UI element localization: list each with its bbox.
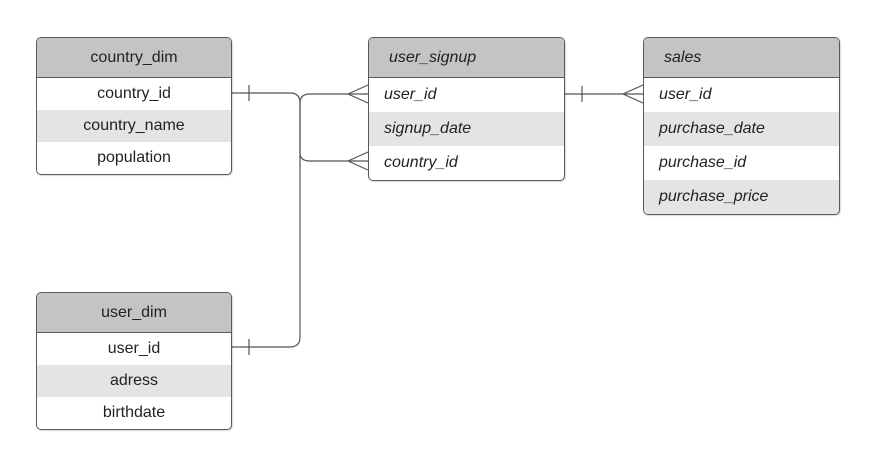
field-country-id: country_id (97, 85, 171, 102)
entity-fields: user_id signup_date country_id (369, 78, 564, 180)
entity-country-dim: country_dim country_id country_name popu… (36, 37, 232, 175)
field-user-id: user_id (107, 340, 161, 357)
field-adress: adress (37, 365, 231, 397)
field-user-id: user_id (384, 86, 437, 103)
entity-fields: country_id country_name population (37, 78, 231, 174)
entity-fields: user_id purchase_date purchase_id purcha… (644, 78, 839, 214)
field-country-name: country_name (37, 110, 231, 142)
entity-sales: sales user_id purchase_date purchase_id … (643, 37, 840, 215)
many-marker-sales-user-id (622, 84, 644, 104)
field-purchase-date: purchase_date (644, 112, 839, 146)
field-user-id: user_id (659, 86, 712, 103)
many-marker-signup-country-id (347, 151, 369, 171)
entity-user-dim: user_dim user_id adress birthdate (36, 292, 232, 430)
entity-title: country_dim (37, 38, 231, 78)
field-purchase-price: purchase_price (644, 180, 839, 214)
field-purchase-id: purchase_id (659, 154, 747, 171)
entity-fields: user_id adress birthdate (37, 333, 231, 429)
field-birthdate: birthdate (102, 404, 166, 421)
connector-userdim-to-signup (230, 93, 368, 348)
many-marker-signup-user-id (347, 84, 369, 104)
entity-user-signup: user_signup user_id signup_date country_… (368, 37, 565, 181)
entity-title: sales (644, 38, 839, 78)
entity-title: user_signup (369, 38, 564, 78)
connector-country-to-signup (230, 92, 368, 162)
field-signup-date: signup_date (369, 112, 564, 146)
entity-title: user_dim (37, 293, 231, 333)
field-population: population (97, 149, 171, 166)
field-country-id: country_id (384, 154, 458, 171)
